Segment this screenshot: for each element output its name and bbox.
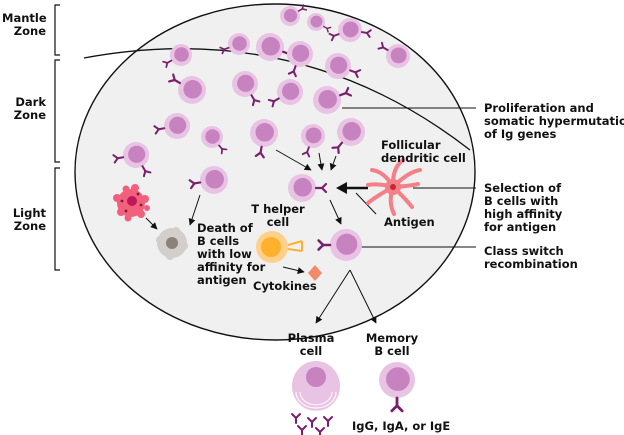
antibody-icon [317, 239, 332, 251]
light-zone-b-cell [188, 166, 228, 194]
light-zone-label: Light Zone [12, 206, 46, 233]
zone-brackets [54, 4, 60, 271]
arrow-to-dead-cell [145, 217, 158, 230]
arrow-to-cytokines [282, 266, 305, 274]
antibody-icon [219, 46, 230, 55]
antibody-icon [390, 396, 404, 413]
memory-b-cell [379, 362, 415, 413]
selection-label: Selection of B cells with high affinity … [484, 181, 563, 234]
mantle-zone-bracket [54, 4, 60, 56]
flow-arrows [145, 149, 377, 324]
antibody-icon [377, 41, 389, 51]
b-cell [250, 119, 278, 159]
t-cell-receptor-icon [287, 240, 303, 252]
plasma-cell [291, 361, 341, 435]
light-zone-bracket [54, 167, 60, 271]
dying-b-cell [113, 184, 150, 222]
antibody-icon [218, 144, 228, 155]
antibody-icon [360, 29, 372, 38]
secreted-antibody-icon [291, 413, 301, 424]
arrow-to-apoptosis [188, 194, 201, 226]
antibody-icon [112, 154, 125, 164]
dead-b-cell [156, 227, 188, 260]
b-cell [313, 86, 353, 114]
b-cell [153, 113, 190, 139]
b-cell [301, 124, 325, 158]
antigen-arrowhead [336, 182, 347, 194]
b-cell [287, 41, 313, 78]
proliferation-label: Proliferation and somatic hypermutation … [484, 101, 624, 141]
memory-b-cell-label: Memory B cell [365, 331, 419, 358]
antibody-icon [287, 65, 297, 78]
antibody-icon [314, 182, 328, 194]
antibody-icon [188, 179, 202, 190]
b-cell-layer [112, 4, 415, 435]
arrow-to-plasma-cell [315, 269, 351, 324]
class-switched-b-cell [317, 229, 362, 261]
t-helper-label: T helper cell [251, 202, 305, 229]
dark-zone-bracket [54, 59, 60, 163]
antibody-icon [323, 25, 332, 33]
b-cell [232, 71, 261, 107]
follicular-dendritic-cell-label: Follicular dendritic cell [381, 138, 466, 165]
mantle-zone-label: Mantle Zone [2, 11, 47, 38]
mantle-boundary [83, 48, 471, 151]
b-cell [162, 44, 192, 69]
arrow-selection-to-switch [329, 199, 342, 225]
antibody-icon [267, 97, 280, 108]
selected-b-cell [288, 174, 328, 202]
b-cell [307, 13, 332, 33]
antibody-icon [162, 59, 173, 69]
b-cell [331, 118, 365, 155]
antibody-icon [328, 32, 340, 42]
antibody-icon [250, 94, 261, 107]
secreted-antibody-icon [297, 425, 307, 435]
b-cell [219, 33, 250, 55]
b-cell [328, 18, 372, 42]
arrow-dark-to-selection-2 [317, 152, 325, 171]
mantle-b-cell [280, 4, 308, 26]
cytokine-diamond [308, 265, 322, 281]
antibody-icon [254, 145, 265, 159]
b-cell [325, 53, 362, 79]
b-cell [267, 79, 303, 108]
arrow-dark-to-selection-1 [275, 149, 312, 171]
antibody-icon [297, 4, 308, 12]
b-cell [168, 73, 206, 104]
antibody-icon [301, 146, 311, 158]
t-helper-cell [256, 231, 303, 263]
dark-zone-label: Dark Zone [13, 95, 46, 122]
antigen-label: Antigen [384, 215, 435, 229]
plasma-cell-label: Plasma cell [287, 331, 335, 358]
leader-lines [342, 107, 476, 248]
b-cell [112, 142, 152, 178]
b-cell [201, 126, 228, 155]
b-cell [377, 41, 410, 68]
antibody-icon [153, 125, 166, 135]
secreted-antibody-icon [307, 417, 317, 428]
antibody-isotypes-label: IgG, IgA, or IgE [352, 419, 451, 433]
arrow-dark-to-selection-3 [329, 155, 337, 171]
antibody-icon [331, 141, 344, 155]
antibody-icon [339, 86, 353, 97]
antibody-icon [349, 69, 362, 79]
secreted-antibody-icon [315, 427, 325, 435]
antibody-icon [168, 73, 181, 85]
death-label: Death of B cells with low affinity for a… [197, 221, 266, 287]
secreted-antibody-icon [323, 416, 333, 427]
follicular-dendritic-cell [366, 158, 422, 216]
antigen-leader [355, 192, 377, 215]
cytokines-label: Cytokines [253, 279, 317, 293]
antibody-icon [141, 165, 152, 178]
class-switch-label: Class switch recombination [484, 244, 578, 271]
arrow-to-memory-cell [349, 269, 377, 324]
